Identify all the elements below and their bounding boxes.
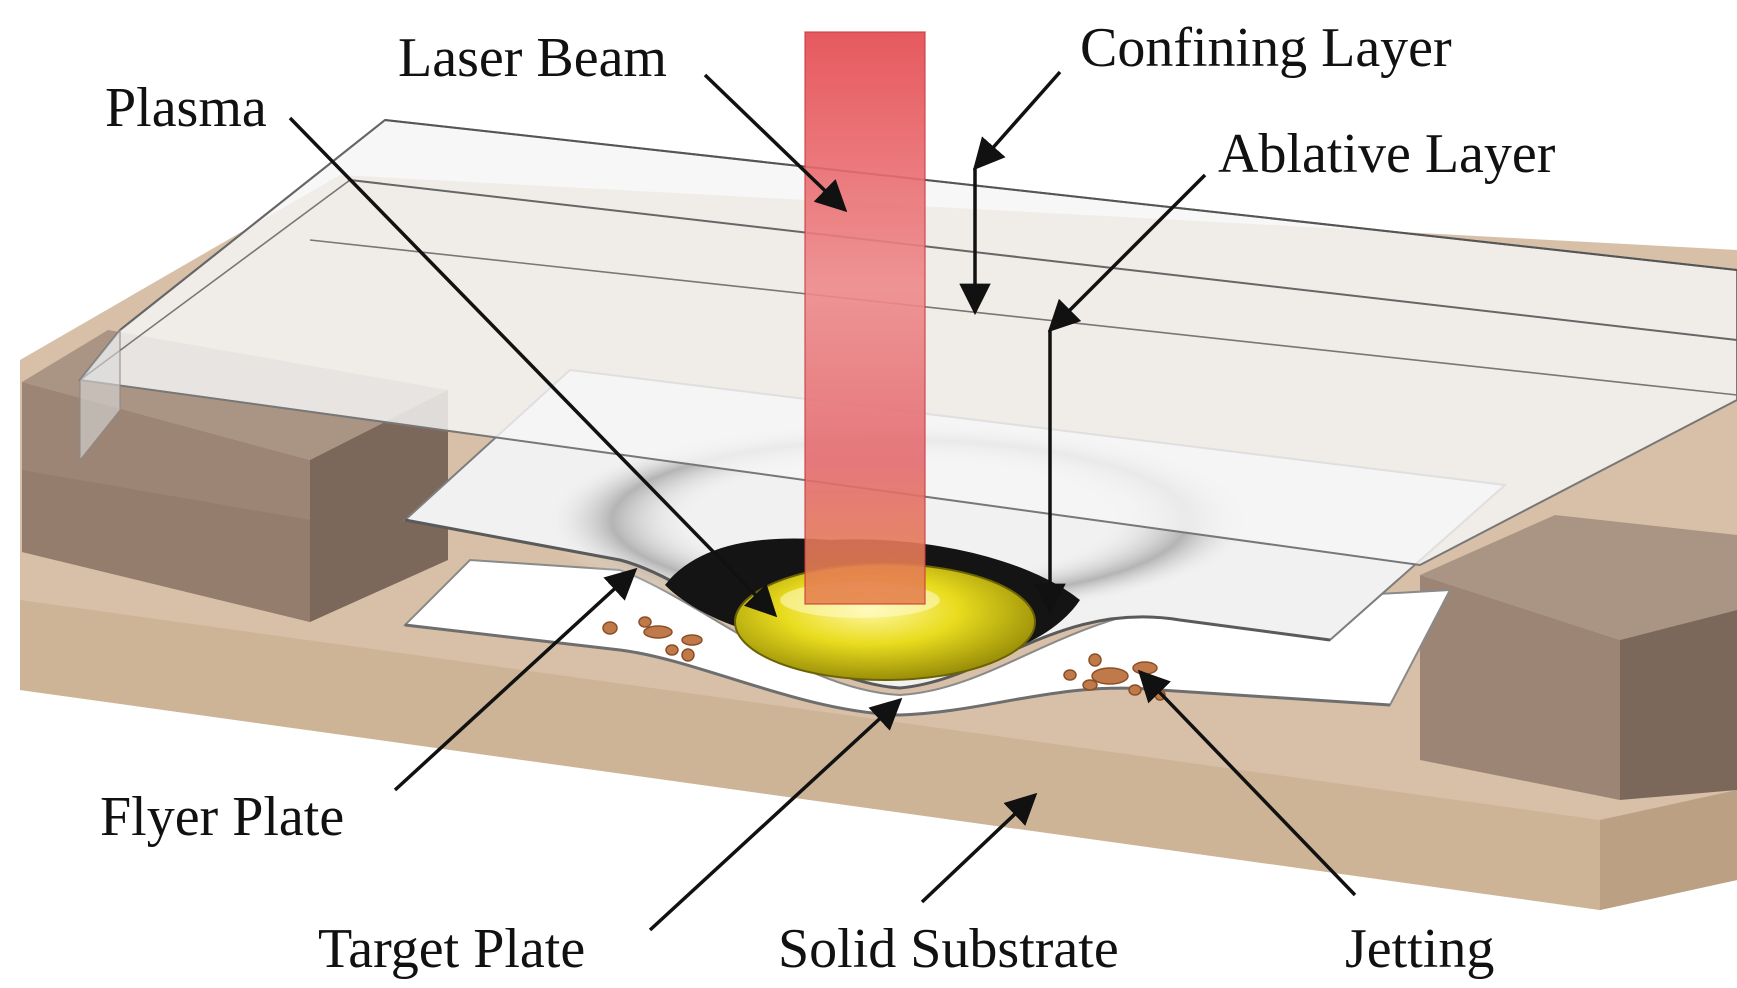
label-flyer-plate: Flyer Plate [100,786,344,848]
arrow-target-plate [648,697,903,932]
arrow-confining-layer [972,70,1062,171]
arrow-solid-substrate [920,792,1038,904]
label-target-plate: Target Plate [318,918,585,980]
label-confining-layer: Confining Layer [1080,17,1452,79]
arrow-ablative-layer [1047,173,1207,333]
pointer-arrows [288,70,1357,932]
arrow-jetting [1137,669,1357,897]
label-plasma: Plasma [105,77,267,139]
label-jetting: Jetting [1345,918,1494,980]
labels: Laser Beam Confining Layer Plasma Ablati… [100,17,1556,980]
arrow-flyer-plate [393,567,638,792]
label-laser-beam: Laser Beam [398,27,667,89]
arrow-laser-beam [703,73,848,213]
laser-beam [804,31,926,605]
jetting-particles [602,616,1166,701]
label-ablative-layer: Ablative Layer [1218,123,1556,185]
arrow-plasma [288,116,778,618]
label-solid-substrate: Solid Substrate [778,918,1119,980]
right-support-block [1420,515,1737,800]
